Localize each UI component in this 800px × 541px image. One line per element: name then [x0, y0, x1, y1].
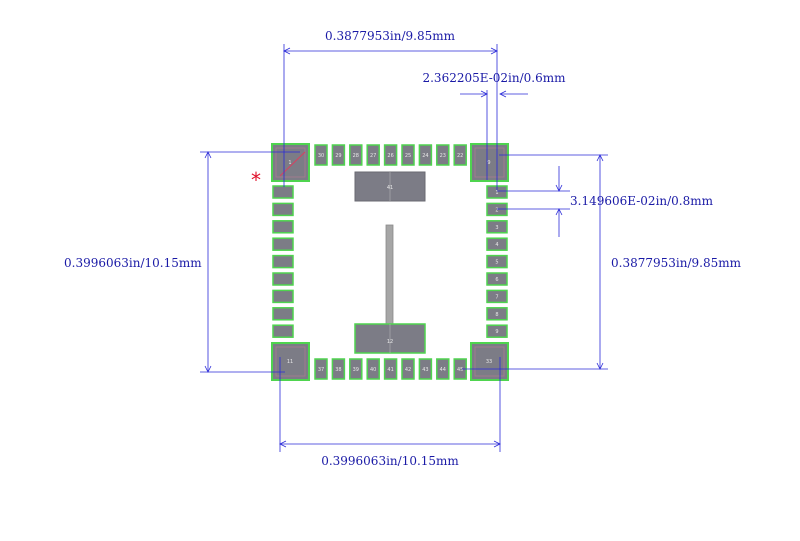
left-pad [272, 272, 294, 286]
bottom-pad [383, 358, 398, 380]
corner-pad-bottom-right [470, 342, 509, 381]
bottom-pad [401, 358, 415, 380]
pin1-marker: * [251, 168, 261, 192]
right-pad [486, 237, 508, 251]
top-pad [366, 144, 380, 166]
bottom-pad-label: 40 [370, 367, 376, 373]
left-pad [272, 237, 294, 251]
left-height-dimension: 0.3996063in/10.15mm [64, 256, 202, 270]
right-pad-label: 8 [495, 312, 498, 318]
pad-width-dimension: 2.362205E-02in/0.6mm [422, 71, 566, 85]
top-pad [418, 144, 433, 166]
left-pad-column [272, 185, 294, 338]
bottom-pad-label: 43 [422, 367, 428, 373]
right-pad [486, 307, 508, 321]
right-pad-label: 2 [495, 207, 498, 213]
top-pad-label: 28 [353, 153, 359, 159]
corner-pad-bottom-left [271, 342, 310, 381]
top-pad [401, 144, 415, 166]
left-pad [272, 185, 294, 199]
top-pad-label: 22 [457, 153, 463, 159]
top-pad [383, 144, 398, 166]
right-height-dimension: 0.3877953in/9.85mm [611, 256, 742, 270]
right-pad-label: 7 [495, 294, 498, 300]
right-pad-label: 5 [495, 260, 498, 266]
left-pad [272, 289, 294, 304]
left-pad [272, 324, 294, 338]
pad-pitch-dimension: 3.149606E-02in/0.8mm [570, 194, 714, 208]
right-pad-label: 9 [495, 329, 498, 335]
bottom-pad-label: 45 [457, 367, 463, 373]
top-pad-label: 30 [318, 153, 324, 159]
left-pad [272, 254, 294, 269]
corner-pad-bottom-right-label: 33 [486, 359, 492, 365]
bottom-pad [418, 358, 433, 380]
bottom-pad-label: 41 [387, 367, 393, 373]
right-pad-column: 1 2 3 4 5 6 7 8 9 [486, 185, 508, 338]
bottom-pad-row: 37 38 39 40 41 42 43 44 45 [314, 358, 467, 380]
bottom-width-dimension: 0.3996063in/10.15mm [321, 454, 459, 468]
top-pad-row: 30 29 28 27 26 25 24 23 22 [314, 144, 467, 166]
right-pad [486, 254, 508, 269]
bottom-pad-label: 39 [353, 367, 359, 373]
bottom-pad-label: 37 [318, 367, 324, 373]
top-pad-label: 25 [405, 153, 411, 159]
right-pad-label: 4 [495, 242, 498, 248]
right-pad [486, 289, 508, 304]
corner-pad-top-left [271, 143, 310, 182]
bottom-pad [314, 358, 328, 380]
top-pad [436, 144, 450, 166]
left-pad [272, 307, 294, 321]
top-pad-label: 27 [370, 153, 376, 159]
right-pad [486, 272, 508, 286]
upper-center-pad-label: 41 [387, 185, 393, 191]
bottom-pad [436, 358, 450, 380]
top-pad [453, 144, 467, 166]
bottom-pad-label: 38 [335, 367, 341, 373]
bottom-pad [349, 358, 363, 380]
top-pad-label: 24 [422, 153, 428, 159]
top-pad [349, 144, 363, 166]
right-pad [486, 324, 508, 338]
left-pad [272, 220, 294, 234]
corner-pad-top-right-label: 9 [487, 160, 490, 166]
corner-pad-top-right [470, 143, 509, 182]
right-pad-label: 6 [495, 277, 498, 283]
center-body: 41 12 [354, 171, 426, 354]
top-pad [314, 144, 328, 166]
top-pad-label: 26 [387, 153, 393, 159]
dimension-lines [200, 44, 608, 452]
top-pad [331, 144, 346, 166]
top-pad-label: 29 [335, 153, 341, 159]
bottom-pad [331, 358, 346, 380]
left-pad [272, 202, 294, 217]
lower-center-pad-label: 12 [387, 339, 393, 345]
top-pad-label: 23 [440, 153, 446, 159]
center-stem [385, 224, 394, 326]
bottom-pad-label: 42 [405, 367, 411, 373]
corner-pad-bottom-left-label: 11 [287, 359, 293, 365]
top-width-dimension: 0.3877953in/9.85mm [325, 29, 456, 43]
right-pad-label: 3 [495, 225, 498, 231]
bottom-pad-label: 44 [440, 367, 446, 373]
bottom-pad [366, 358, 380, 380]
corner-pad-top-left-label: 1 [288, 160, 291, 166]
right-pad [486, 220, 508, 234]
right-pad-label: 1 [495, 190, 498, 196]
